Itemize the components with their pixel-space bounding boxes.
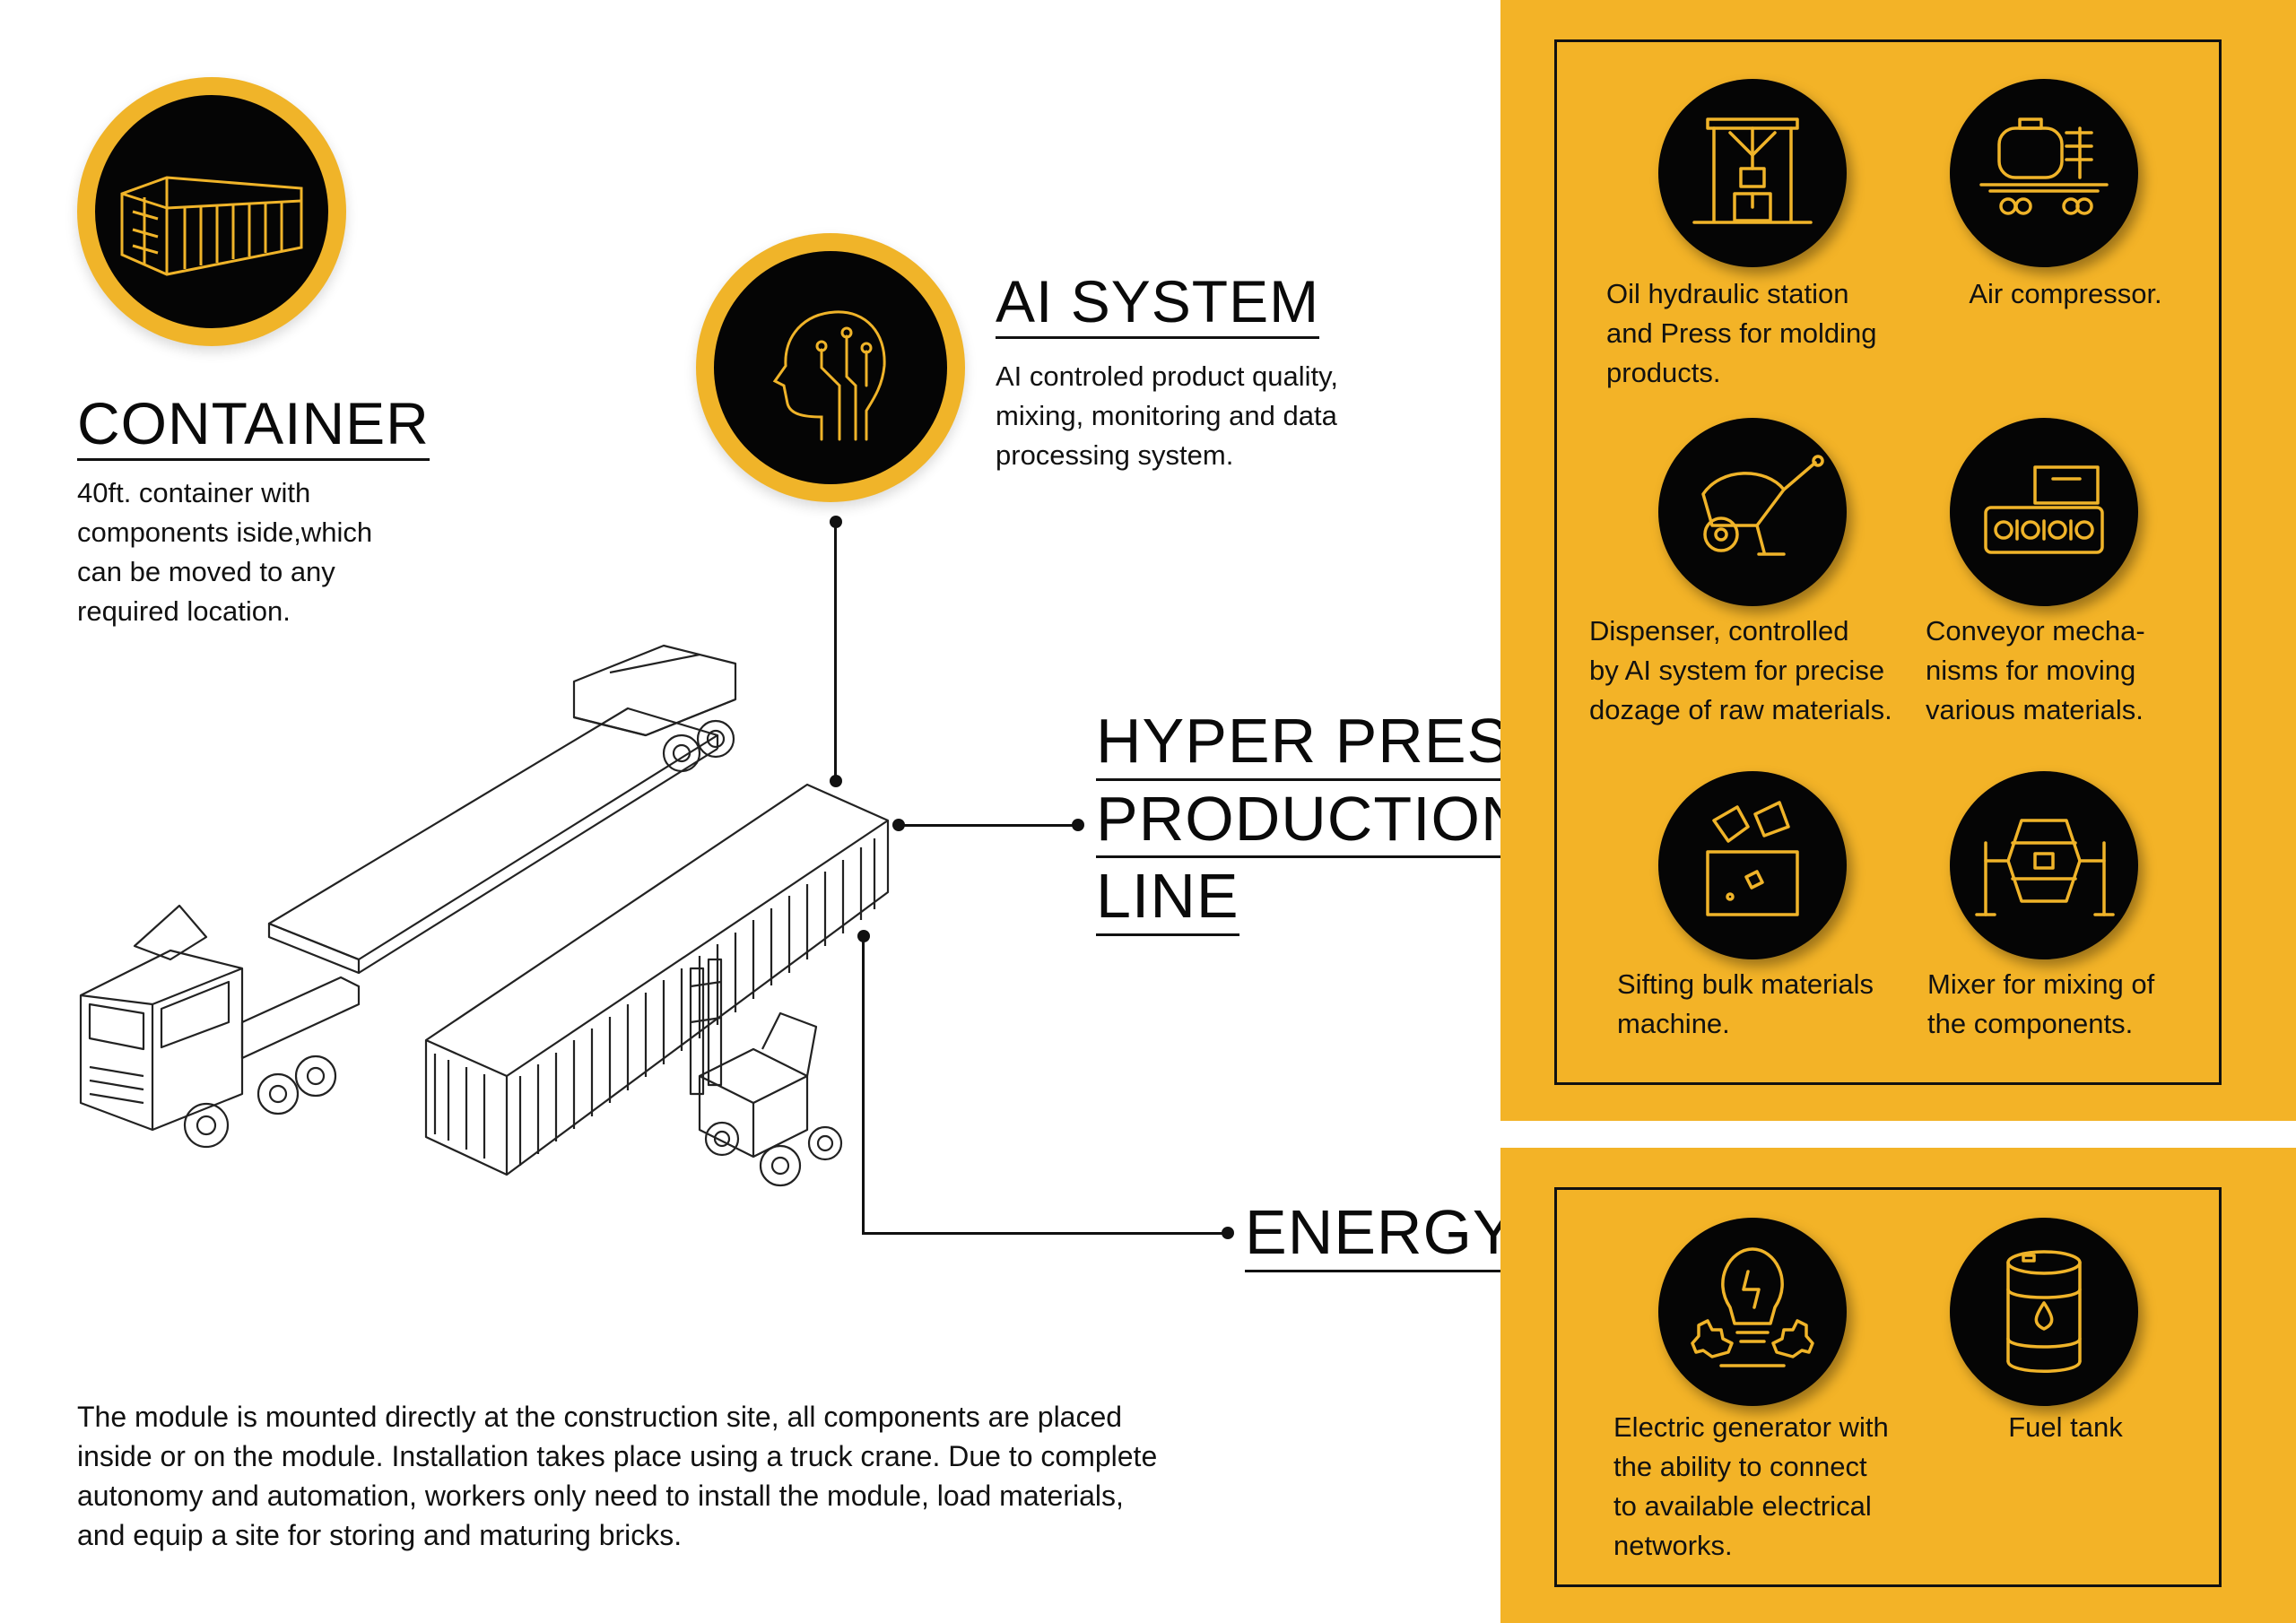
forklift — [698, 1047, 809, 1159]
conveyor-icon — [1984, 465, 2104, 554]
container-description: 40ft. container with components iside,wh… — [77, 477, 373, 627]
mixer-icon — [1975, 819, 2115, 916]
ai-connector-bottom-dot — [830, 775, 842, 787]
footer-paragraph: The module is mounted directly at the co… — [77, 1401, 1158, 1551]
ai-system-title: AI SYSTEM — [996, 270, 1320, 340]
energy-connector-right-dot — [1222, 1227, 1234, 1239]
energy-title: ENERGY — [1245, 1199, 1516, 1272]
shipping-container-icon — [120, 176, 303, 276]
hyper-press-line-3: LINE — [1096, 863, 1239, 936]
container-title: CONTAINER — [77, 392, 430, 462]
generator-caption: Electric generator with the ability to c… — [1613, 1411, 1889, 1561]
energy-connector-horizontal — [862, 1232, 1226, 1235]
hydraulic-press-caption: Oil hydraulic station and Press for mold… — [1606, 278, 1877, 388]
wheelbarrow-dispenser-icon — [1701, 455, 1824, 556]
mixer-icon-circle — [1950, 771, 2138, 959]
shipping-container — [424, 783, 890, 1176]
hyper-press-line-2: PRODUCTION — [1096, 785, 1527, 858]
fuel-tank-icon-circle — [1950, 1218, 2138, 1406]
conveyor-caption: Conveyor mecha- nisms for moving various… — [1926, 615, 2145, 725]
air-compressor-icon — [1979, 117, 2109, 215]
hyper-press-line-1: HYPER PRESS — [1096, 707, 1552, 781]
container-badge — [77, 77, 346, 346]
energy-components-frame — [1554, 1187, 2222, 1587]
hyper-press-title: HYPER PRESS PRODUCTION LINE — [1096, 707, 1552, 936]
fuel-tank-icon — [2006, 1250, 2082, 1373]
production-components-frame — [1554, 39, 2222, 1085]
production-components-panel: Oil hydraulic station and Press for mold… — [1500, 0, 2296, 1121]
sifting-icon-circle — [1658, 771, 1847, 959]
ai-head-circuit-icon — [772, 310, 886, 441]
dispenser-icon-circle — [1658, 418, 1847, 606]
press-connector-right-dot — [1072, 819, 1084, 831]
trailer-bed — [267, 707, 719, 961]
truck-cab — [79, 949, 244, 1132]
mixer-caption: Mixer for mixing of the components. — [1927, 968, 2155, 1039]
hydraulic-press-icon — [1692, 117, 1813, 224]
hydraulic-press-icon-circle — [1658, 79, 1847, 267]
ai-system-description: AI controled product quality, mixing, mo… — [996, 360, 1338, 471]
ai-system-badge — [696, 233, 965, 502]
sifting-caption: Sifting bulk materials machine. — [1617, 968, 1874, 1039]
ai-connector-line — [834, 522, 837, 780]
energy-components-panel: Electric generator with the ability to c… — [1500, 1148, 2296, 1623]
truck-container-forklift-illustration — [79, 644, 890, 1187]
press-connector-line — [899, 824, 1076, 827]
dispenser-caption: Dispenser, controlled by AI system for p… — [1589, 615, 1892, 725]
fuel-tank-caption: Fuel tank — [2008, 1411, 2123, 1443]
conveyor-icon-circle — [1950, 418, 2138, 606]
air-compressor-icon-circle — [1950, 79, 2138, 267]
generator-bulb-gear-icon — [1691, 1247, 1814, 1367]
sifting-box-icon — [1706, 801, 1799, 916]
air-compressor-caption: Air compressor. — [1969, 278, 2162, 309]
energy-connector-vertical — [862, 936, 865, 1235]
generator-icon-circle — [1658, 1218, 1847, 1406]
